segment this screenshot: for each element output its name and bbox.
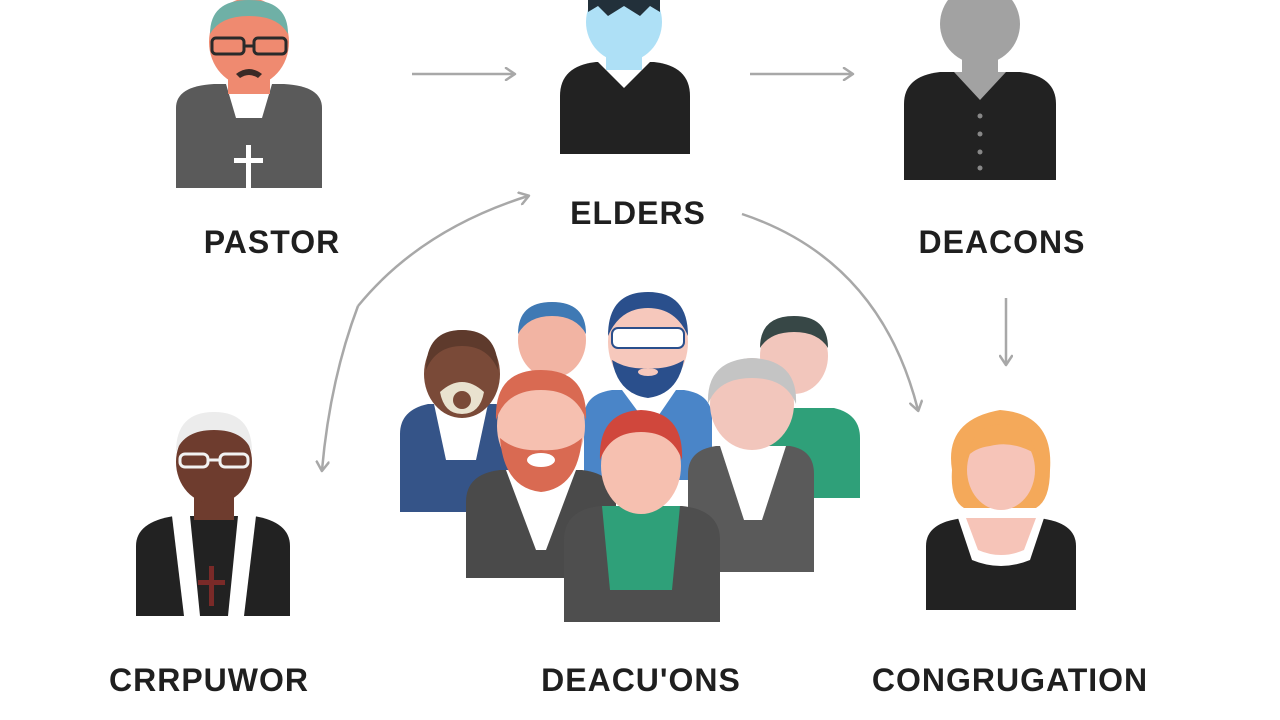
elder-person-icon (560, 0, 690, 154)
group-of-people-icon (400, 292, 860, 622)
group-person-pink-blue-hair-icon (518, 302, 586, 378)
woman-person-icon (926, 410, 1076, 610)
clergy-person-icon (136, 412, 290, 616)
label-elders: ELDERS (570, 195, 706, 231)
group-person-brown-icon (400, 330, 522, 512)
pastor-person-icon (176, 0, 322, 189)
label-deacons-top: DEACONS (918, 224, 1086, 260)
group-person-red-hair-woman-icon (564, 410, 720, 622)
arrow-curve-left-up (357, 196, 528, 307)
label-congregation: CONGRUGATION (871, 662, 1149, 698)
arrow-curve-left-down (322, 305, 360, 470)
deacon-person-icon (904, 0, 1056, 180)
arrow-elders-to-congregation-curve (741, 212, 918, 410)
label-crrpuwor: CRRPUWOR (109, 662, 309, 698)
label-pastor: PASTOR (203, 224, 341, 260)
arrows (322, 74, 1006, 470)
group-person-gray-hair-icon (688, 358, 814, 572)
label-deacuions: DEACU'ONS (541, 662, 741, 698)
